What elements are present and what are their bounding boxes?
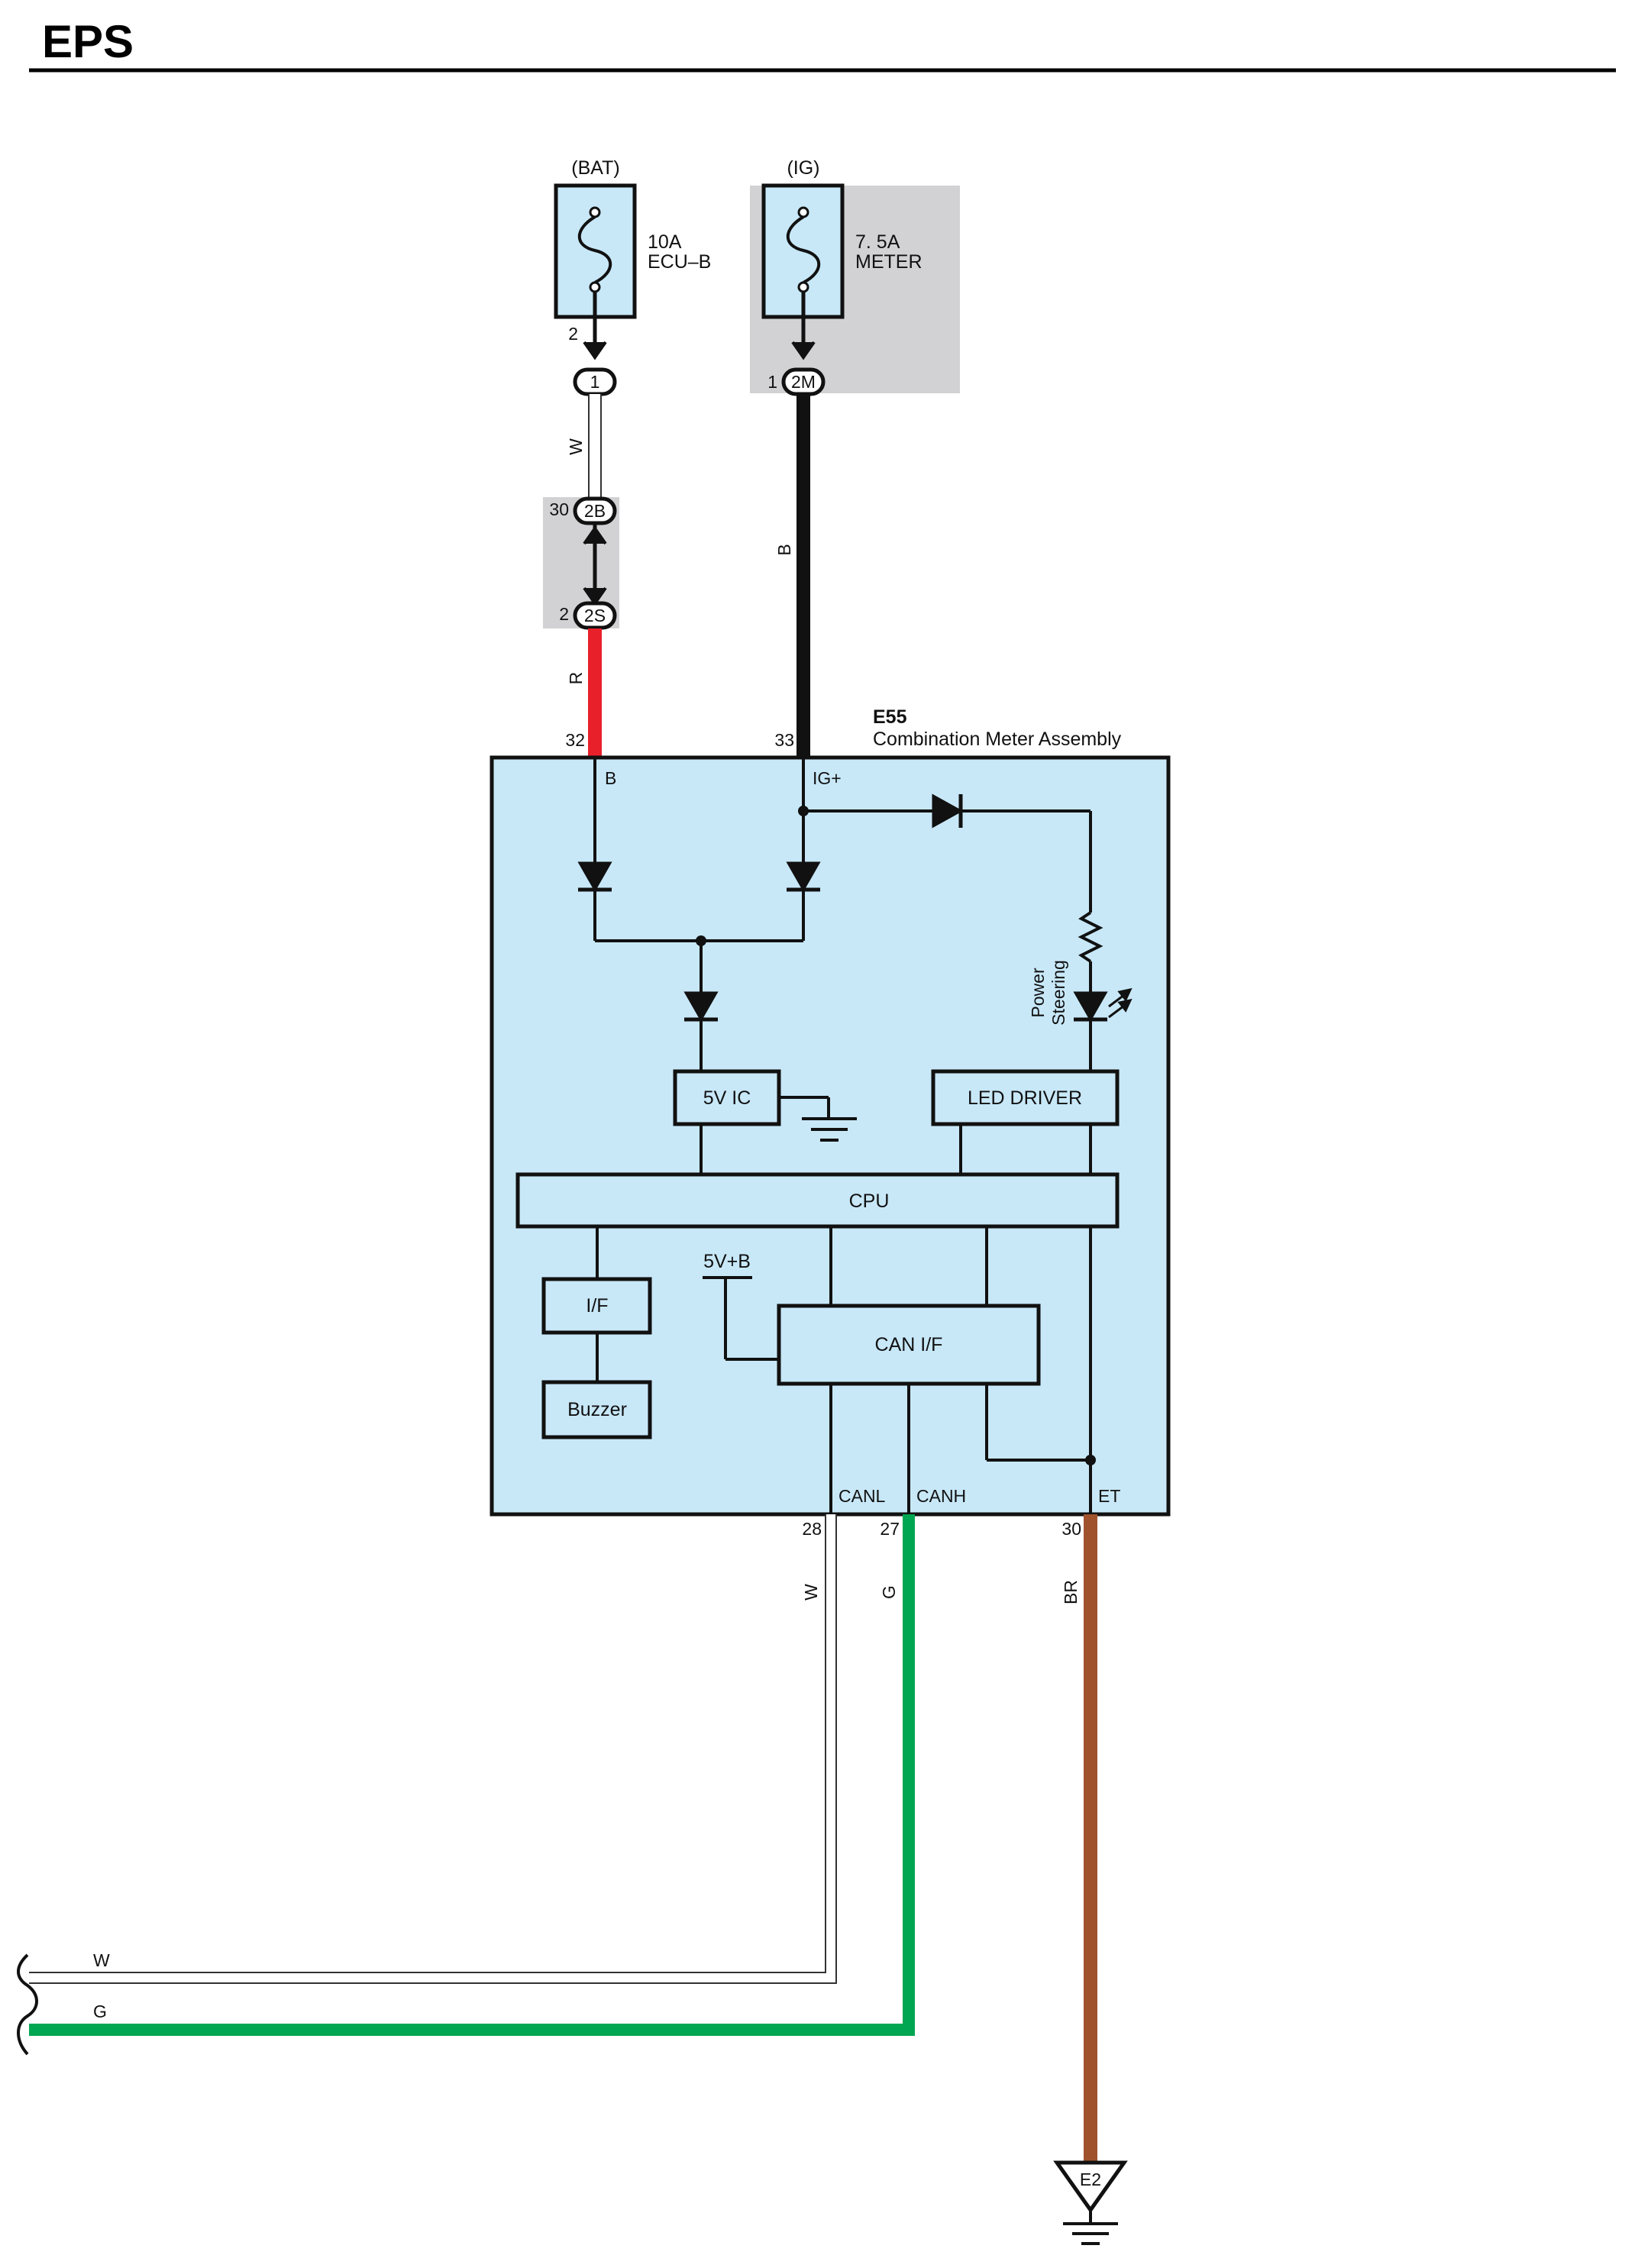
bat-conn-arrow — [583, 341, 607, 360]
ig-fuse-element — [786, 215, 820, 284]
led-label-line1: Power — [1028, 968, 1048, 1018]
block-led-driver — [931, 1069, 1120, 1126]
junction-top-pin: 30 — [549, 499, 569, 519]
bat-connector-id: 1 — [590, 372, 600, 392]
diode-5v — [683, 991, 719, 1023]
junction-arrow-up — [583, 525, 607, 545]
bat-fuse-name: ECU–B — [648, 251, 711, 273]
pin-ig: 33 — [774, 730, 794, 750]
block-buzzer-label: Buzzer — [567, 1399, 627, 1420]
junction-top-id: 2B — [584, 501, 606, 521]
wire-br-label: BR — [1061, 1580, 1081, 1604]
wire-g-left-label: G — [93, 2001, 107, 2021]
pin-et: 30 — [1061, 1519, 1081, 1539]
pin-canh: 27 — [880, 1519, 900, 1539]
internal-circuit — [593, 758, 1103, 1514]
wire-w-canl-label: W — [801, 1584, 821, 1601]
ig-fuse-bottom-terminal — [797, 281, 809, 293]
block-if-label: I/F — [586, 1295, 608, 1317]
ig-pin: 1 — [767, 372, 777, 392]
block-cpu — [515, 1172, 1120, 1229]
terminal-et: ET — [1098, 1486, 1120, 1506]
pin-canl: 28 — [802, 1519, 822, 1539]
block-5v-ic-label: 5V IC — [703, 1087, 751, 1109]
bat-fuse-amp: 10A — [648, 231, 682, 253]
block-5v-ic — [673, 1069, 781, 1126]
pin-b: 32 — [565, 730, 585, 750]
junction-bottom-pin: 2 — [559, 604, 569, 624]
diode-b — [577, 861, 612, 893]
assembly-name: Combination Meter Assembly — [873, 729, 1122, 750]
diode-led-feed — [932, 793, 964, 829]
ig-fuse-top-terminal — [797, 206, 809, 218]
page-title: EPS — [42, 16, 134, 67]
assembly-id: E55 — [873, 706, 907, 728]
ig-source-label: (IG) — [787, 157, 819, 179]
diode-ig — [786, 861, 821, 893]
block-led-driver-label: LED DRIVER — [968, 1087, 1082, 1109]
bat-source-label: (BAT) — [571, 157, 619, 179]
wire-w-left-label: W — [93, 1950, 110, 1970]
ground-icon — [1063, 2210, 1118, 2245]
block-buzzer — [541, 1380, 652, 1439]
block-if — [541, 1277, 652, 1335]
ig-conn-arrow — [791, 341, 816, 360]
terminal-canh: CANH — [916, 1486, 966, 1506]
supply-5vb-label: 5V+B — [703, 1251, 751, 1272]
terminal-ig: IG+ — [813, 768, 842, 788]
terminal-b: B — [605, 768, 616, 788]
wire-b-label: B — [774, 544, 794, 555]
internal-ground-icon — [802, 1117, 857, 1142]
terminal-canl: CANL — [839, 1486, 886, 1506]
junction-bottom-connector — [573, 601, 617, 630]
bat-fuse-element — [577, 215, 612, 284]
ig-fuse-name: METER — [855, 251, 923, 273]
led-light-arrows — [1108, 987, 1133, 1019]
block-can-if-label: CAN I/F — [875, 1334, 943, 1355]
wire-w-canl-outline — [29, 1514, 837, 1984]
block-can-if — [777, 1304, 1041, 1386]
wire-break-icon — [17, 1953, 38, 2056]
led-label-line2: Steering — [1049, 960, 1068, 1026]
bat-fuse-bottom-terminal — [589, 281, 601, 293]
ground-e2 — [1053, 2160, 1128, 2214]
wire-g-canh-label: G — [879, 1585, 899, 1599]
ig-connector-id: 2M — [791, 372, 816, 392]
ground-e2-label: E2 — [1080, 2169, 1101, 2189]
wire-w-canl — [29, 1514, 835, 1982]
diodes — [577, 793, 1108, 1023]
bat-fuse-top-terminal — [589, 206, 601, 218]
wire-w-bat-label: W — [566, 438, 586, 455]
wire-r-label: R — [566, 672, 586, 685]
ig-fuse-amp: 7. 5A — [855, 231, 900, 253]
led-power-steering — [1073, 991, 1108, 1023]
junction-dots — [696, 806, 1096, 1465]
junction-bottom-id: 2S — [584, 606, 606, 625]
block-cpu-label: CPU — [849, 1191, 890, 1212]
bat-pin: 2 — [568, 324, 578, 344]
wire-g-canh — [29, 1514, 915, 2036]
